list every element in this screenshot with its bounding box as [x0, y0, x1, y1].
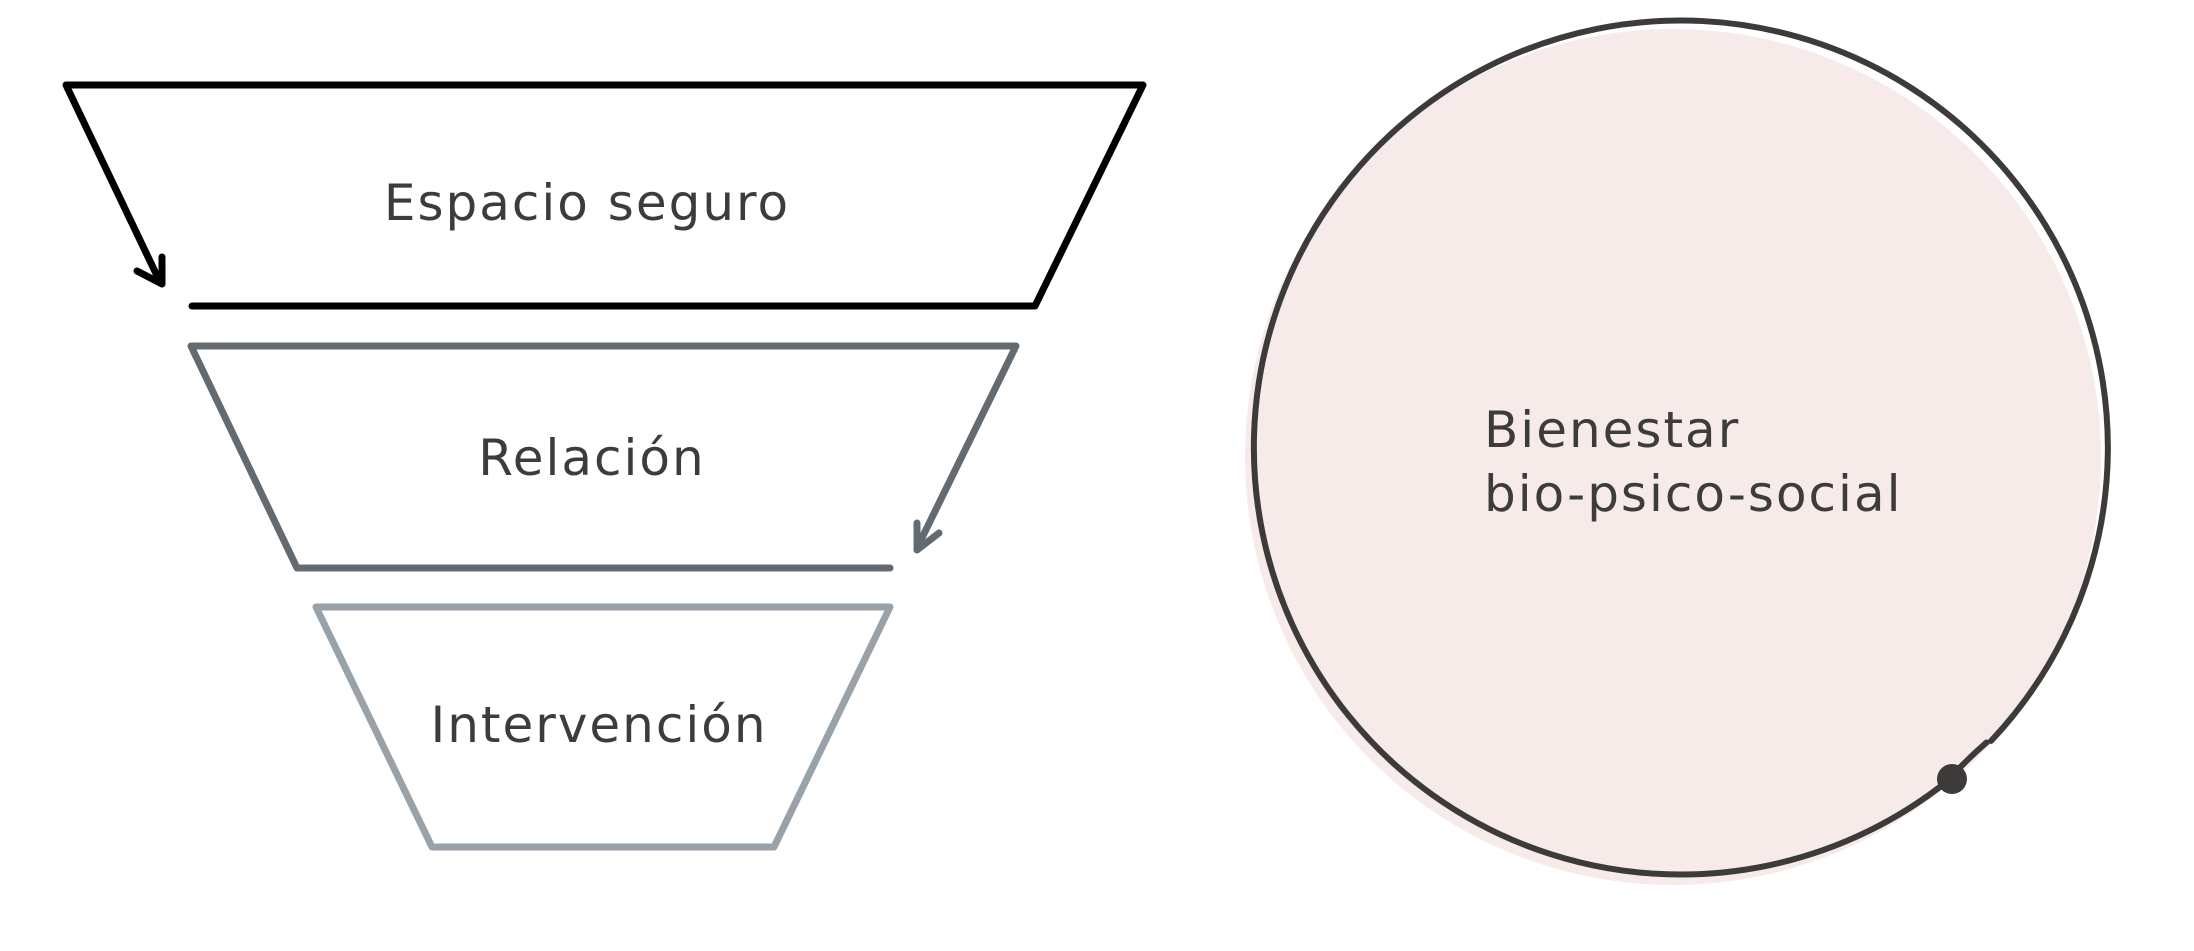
funnel-level-3-label: Intervención	[430, 696, 767, 754]
wellbeing-label-line1: Bienestar	[1484, 401, 1740, 459]
funnel-level-1-outline	[62, 81, 1147, 310]
arrowhead-icon	[133, 253, 166, 288]
funnel-level-intervencion: Intervención	[312, 603, 894, 851]
funnel-level-1-label: Espacio seguro	[384, 174, 790, 232]
funnel-level-espacio-seguro: Espacio seguro	[62, 81, 1147, 310]
wellbeing-circle-arc	[1250, 17, 2111, 878]
funnel-level-2-outline	[187, 342, 1020, 572]
funnel-level-3-outline	[312, 603, 894, 851]
wellbeing-circle: Bienestar bio-psico-social	[1245, 17, 2111, 885]
wellbeing-label-line2: bio-psico-social	[1484, 465, 1902, 523]
funnel-level-relacion: Relación	[187, 342, 1020, 572]
arrowhead-icon	[913, 519, 943, 554]
arc-endpoint-dot-icon	[1937, 764, 1967, 794]
wellbeing-circle-fill	[1245, 29, 2101, 885]
funnel-level-2-label: Relación	[478, 429, 705, 487]
